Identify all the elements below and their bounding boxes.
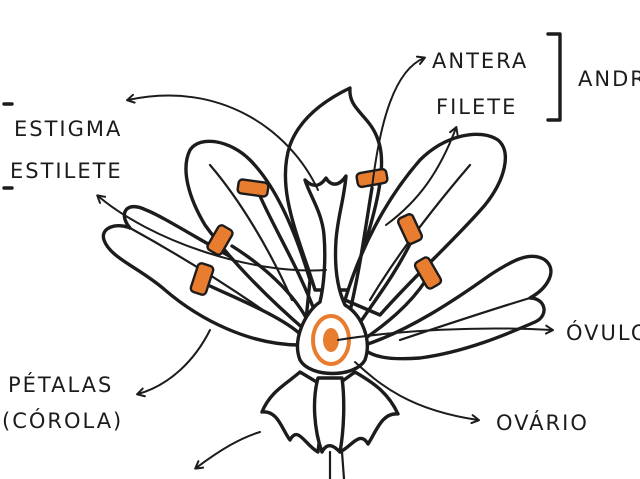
label-estilete: ESTILETE — [10, 159, 123, 183]
label-corola: (CÓROLA) — [2, 408, 123, 433]
label-antera: ANTERA — [432, 49, 528, 73]
anther — [396, 213, 424, 245]
anther — [413, 256, 443, 290]
label-estigma: ESTIGMA — [14, 117, 122, 141]
pistil — [295, 174, 369, 376]
labels: ANTERA FILETE ANDR ESTIGMA ESTILETE ÓVUL… — [2, 49, 640, 435]
anther — [189, 262, 215, 296]
anther — [236, 178, 270, 198]
petals — [101, 86, 553, 361]
anthers — [189, 167, 443, 296]
gineceu-bracket — [2, 102, 14, 190]
label-filete: FILETE — [436, 95, 517, 119]
brackets — [2, 32, 562, 190]
label-androceu: ANDR — [578, 67, 640, 91]
sepals — [260, 370, 400, 479]
label-ovulo: ÓVULO — [566, 320, 640, 345]
pointer-arrows — [96, 55, 554, 470]
ovule-core — [323, 328, 339, 352]
label-petalas: PÉTALAS — [8, 372, 113, 397]
label-ovario: OVÁRIO — [496, 410, 589, 435]
androceu-bracket — [546, 32, 562, 122]
anther — [206, 224, 234, 256]
